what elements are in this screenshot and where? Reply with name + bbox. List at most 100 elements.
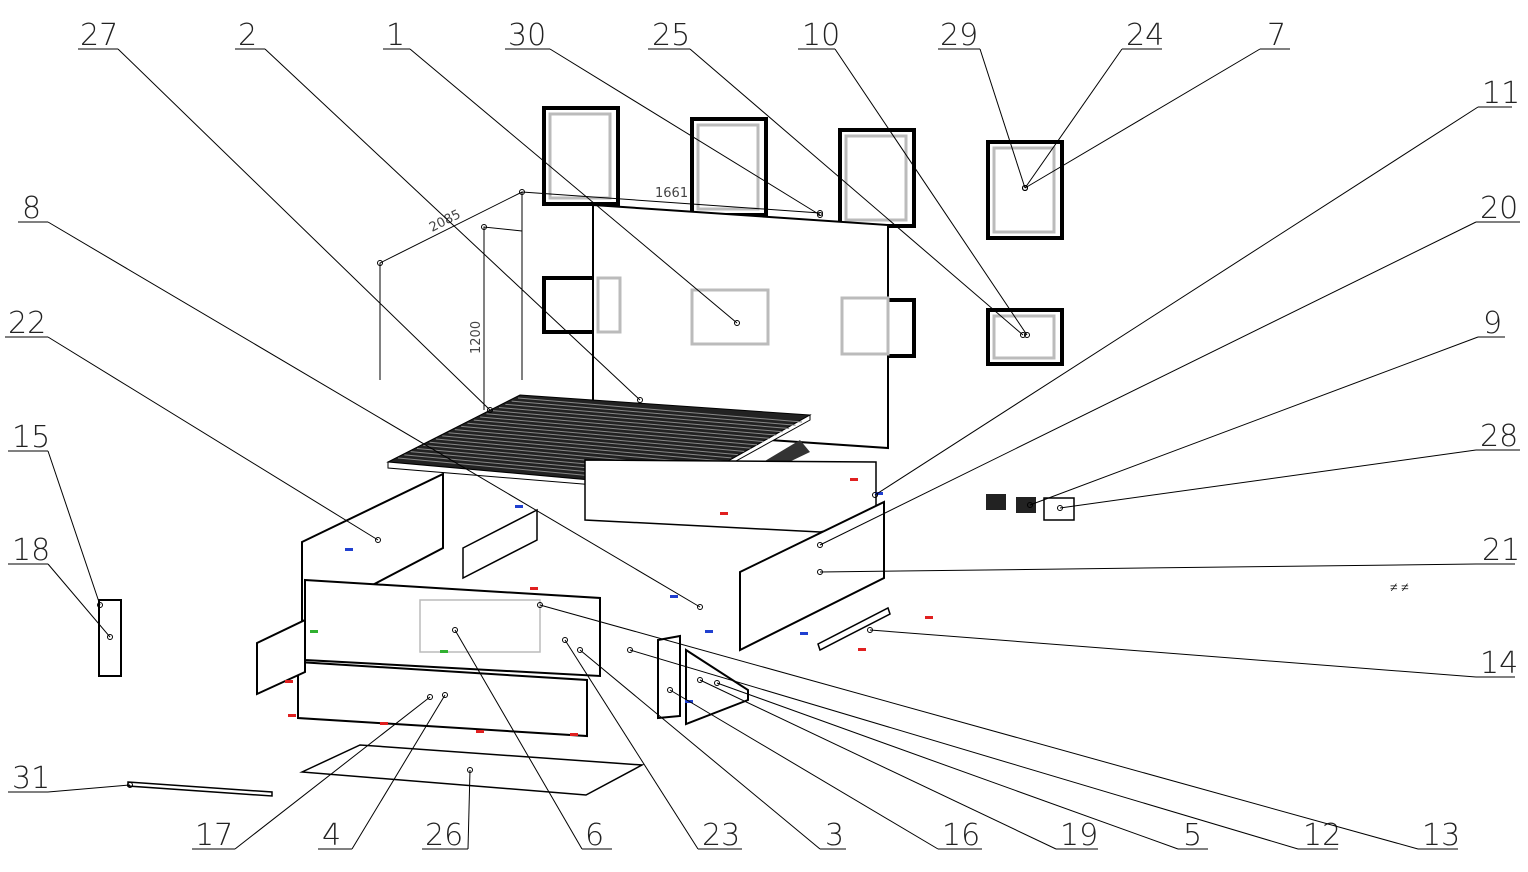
leader-line <box>629 649 1299 850</box>
drawer-box-front <box>304 578 601 678</box>
callout-17: 17 <box>192 694 433 853</box>
callout-10: 10 <box>798 18 1030 338</box>
leader-line <box>117 48 491 411</box>
marker <box>310 630 318 633</box>
callout-5: 5 <box>714 680 1208 853</box>
hardware-2 <box>1016 497 1036 513</box>
leader-line <box>869 629 1477 678</box>
callout-14: 14 <box>867 627 1518 681</box>
leader-dot <box>1057 505 1063 511</box>
callout-label: 2 <box>238 18 257 53</box>
callout-9: 9 <box>1027 306 1505 508</box>
leader-line <box>689 48 1024 336</box>
callout-15: 15 <box>8 420 103 608</box>
leader-line <box>979 48 1026 189</box>
callout-3: 3 <box>577 647 846 853</box>
leader-line <box>454 629 583 850</box>
leader-dot <box>667 687 673 693</box>
callout-7: 7 <box>1022 18 1290 191</box>
leader-line <box>467 769 471 850</box>
marker <box>530 587 538 590</box>
wall-panel-top-2 <box>690 117 768 217</box>
leader-line <box>539 604 1419 850</box>
callout-4: 4 <box>318 692 448 853</box>
rear-box-panel <box>584 459 877 533</box>
leader-dot <box>375 537 381 543</box>
marker <box>345 548 353 551</box>
marker <box>705 630 713 633</box>
leader-line <box>234 696 431 850</box>
callout-label: 1 <box>386 18 405 53</box>
marker <box>570 733 578 736</box>
callout-label: 26 <box>425 818 463 853</box>
callout-label: 17 <box>195 818 233 853</box>
callout-1: 1 <box>383 18 740 326</box>
leader-line <box>579 649 821 850</box>
leader-line <box>47 336 379 541</box>
dimension-depth: 2085 <box>427 207 463 235</box>
leader-line <box>264 48 641 401</box>
marker <box>515 505 523 508</box>
end-cap-panel <box>657 634 681 720</box>
marker <box>288 714 296 717</box>
leader-line <box>351 694 446 850</box>
callout-label: 5 <box>1183 818 1202 853</box>
leader-dot <box>427 694 433 700</box>
callout-label: 4 <box>322 818 341 853</box>
small-hardware: ≠ ≠ <box>1390 581 1409 596</box>
side-rail <box>817 606 891 652</box>
leader-line <box>669 689 939 850</box>
callout-22: 22 <box>5 306 381 543</box>
leader-line <box>1059 449 1477 509</box>
leader-line <box>874 106 1479 496</box>
leader-dot <box>577 647 583 653</box>
callout-label: 30 <box>508 18 546 53</box>
callout-label: 24 <box>1126 18 1164 53</box>
leader-dot <box>452 627 458 633</box>
callout-label: 3 <box>825 818 844 853</box>
leader-dot <box>562 637 568 643</box>
bracket <box>1043 497 1075 521</box>
leader-dot <box>637 397 643 403</box>
callout-6: 6 <box>452 627 612 853</box>
leader-dot <box>1027 502 1033 508</box>
leader-dot <box>734 320 740 326</box>
callout-label: 14 <box>1480 646 1518 681</box>
leader-dot <box>697 677 703 683</box>
parts: ≠ ≠ <box>98 106 1409 797</box>
leader-line <box>564 639 699 850</box>
wall-panel-detail-2 <box>986 308 1064 366</box>
callout-label: 25 <box>652 18 690 53</box>
headboard-window-2 <box>840 296 890 356</box>
callout-30: 30 <box>505 18 823 218</box>
marker <box>925 616 933 619</box>
inner-divider-panel <box>462 508 538 580</box>
callout-2: 2 <box>235 18 643 403</box>
callout-label: 13 <box>1422 818 1460 853</box>
wall-panel-top-1 <box>542 106 620 206</box>
callout-label: 10 <box>802 18 840 53</box>
callout-24: 24 <box>1022 18 1164 191</box>
leader-line <box>819 221 1477 546</box>
headboard-panel <box>592 203 889 450</box>
marker <box>670 595 678 598</box>
leader-dot <box>627 647 633 653</box>
callout-28: 28 <box>1057 419 1520 511</box>
callout-12: 12 <box>627 647 1341 853</box>
headboard-window-1 <box>690 288 770 346</box>
headboard-window-3 <box>596 276 622 334</box>
callout-label: 7 <box>1267 18 1286 53</box>
drawer-side-left <box>256 618 306 696</box>
leader-dot <box>1020 332 1026 338</box>
leader-dot <box>487 407 493 413</box>
callout-label: 22 <box>8 306 46 341</box>
callout-label: 27 <box>80 18 118 53</box>
marker <box>440 650 448 653</box>
leader-dot <box>537 602 543 608</box>
marker <box>858 648 866 651</box>
callout-31: 31 <box>8 761 133 796</box>
leader-line <box>834 48 1028 336</box>
callout-label: 28 <box>1480 419 1518 454</box>
